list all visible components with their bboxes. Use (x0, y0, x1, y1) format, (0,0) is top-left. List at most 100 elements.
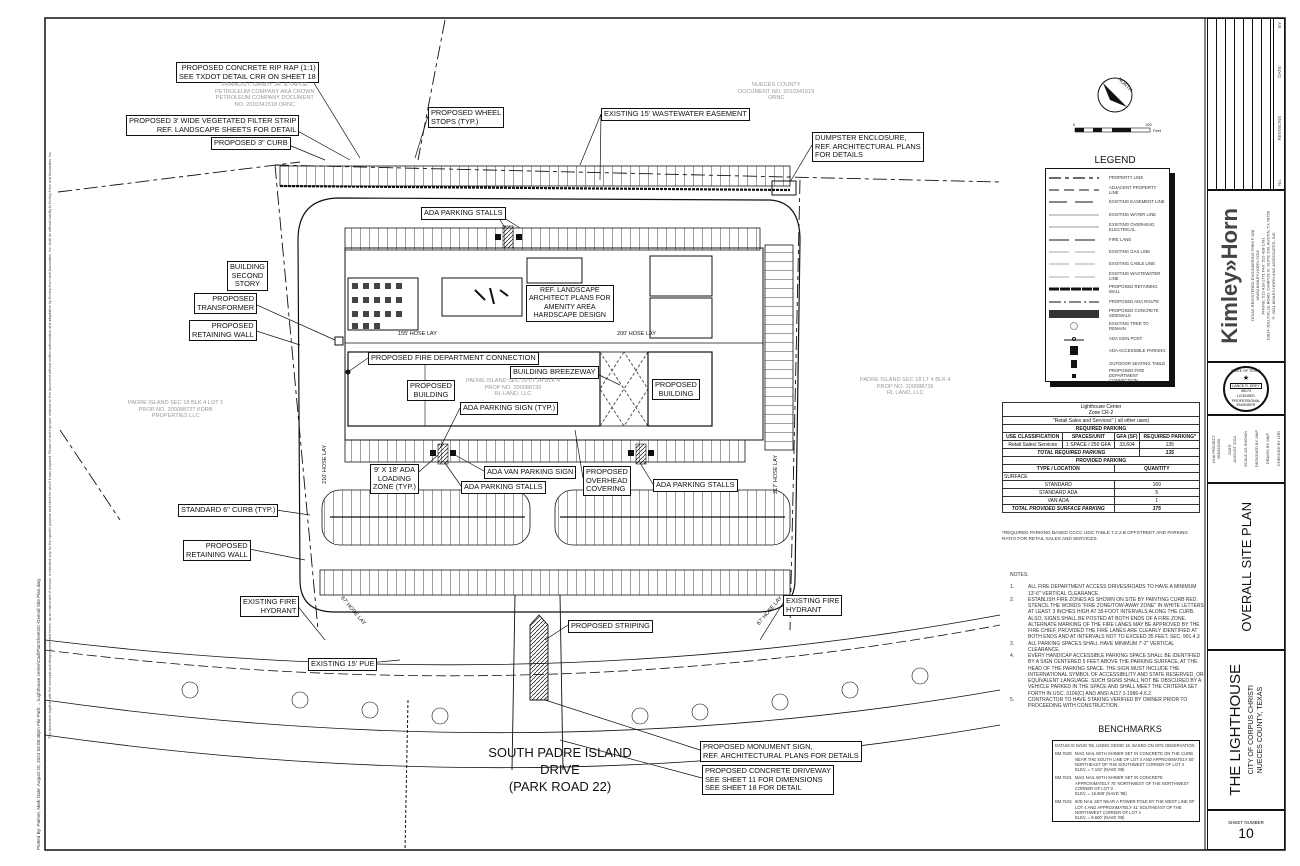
callout-breezeway: BUILDING BREEZEWAY (510, 366, 599, 379)
legend-item: PROPOSED FIRE DEPARTMENT CONNECTION (1049, 368, 1166, 383)
hose-lay-label: 210' HOSE LAY (322, 445, 328, 484)
legend-item: EXISTING EASEMENT LINE (1049, 199, 1165, 205)
transformer-pad (334, 336, 344, 346)
plot-info: Plotted By: Palmer, Mark Date: August 20… (36, 579, 41, 850)
callout-ada-stalls-right: ADA PARKING STALLS (653, 479, 738, 492)
legend-item: ADA SIGN POST (1049, 332, 1166, 344)
road-name: SOUTH PADRE ISLAND DRIVE(PARK ROAD 22) (488, 745, 632, 794)
legend-item: OUTDOOR SEATING TABLE (1049, 357, 1166, 369)
legend-item: EXISTING OVERHEAD ELECTRICAL (1049, 221, 1155, 232)
scale-start: 0 (1073, 122, 1076, 127)
pavilion (526, 257, 583, 284)
property-lines (57, 19, 1001, 631)
dumpster-enclosure (771, 180, 797, 196)
legend-title: LEGEND (1094, 155, 1136, 166)
callout-dumpster: DUMPSTER ENCLOSURE,REF. ARCHITECTURAL PL… (812, 132, 924, 163)
general-notes: NOTES: 1.ALL FIRE DEPARTMENT ACCESS DRIV… (1010, 572, 1204, 709)
legend-item: ADA ACCESSIBLE PARKING (1049, 344, 1166, 356)
legend-item: FIRE LANE (1049, 236, 1132, 242)
legend-item: EXISTING GAS LINE (1049, 249, 1151, 255)
callout-wastewater-easement: EXISTING 15' WASTEWATER EASEMENT (601, 108, 750, 121)
callout-striping: PROPOSED STRIPING (568, 620, 653, 633)
hose-lay-label: 155' HOSE LAY (398, 331, 437, 337)
note-item: 4.EVERY HANDICAP ACCESSIBLE PARKING SPAC… (1010, 653, 1204, 697)
building-breezeway (599, 351, 649, 427)
site-core (344, 247, 764, 441)
seating-tables (352, 283, 402, 329)
callout-monument: PROPOSED MONUMENT SIGN,REF. ARCHITECTURA… (700, 741, 862, 763)
court-south (649, 297, 713, 339)
callout-van-sign: ADA VAN PARKING SIGN (484, 466, 577, 479)
benchmarks: DATUM IS NAVD '88, USING GEOID 18, BASED… (1052, 740, 1200, 822)
parking-row-building-south (344, 439, 746, 463)
benchmarks-title: BENCHMARKS (1098, 724, 1162, 734)
callout-6in-curb: STANDARD 6" CURB (TYP.) (178, 504, 279, 517)
scale-unit: Feet (1153, 128, 1162, 133)
scale-bar (1074, 127, 1151, 133)
sheet-number-block: SHEET NUMBER 10 (1207, 810, 1285, 850)
retaining-wall-north (279, 184, 791, 192)
callout-ada-stalls-top: ADA PARKING STALLS (421, 207, 506, 220)
building-east (647, 351, 713, 427)
scale-end: 100 (1145, 122, 1152, 127)
disclaimer: This document, together with the concept… (48, 151, 52, 739)
hose-lay-label: 217' HOSE LAY (773, 455, 779, 494)
sheet-border (44, 17, 1286, 851)
parking-footnote: *REQUIRED PARKING BASED CCCC UDC TABLE 7… (1002, 530, 1189, 542)
note-item: 3.ALL PARKING SPACES SHALL HAVE MINIMUM … (1010, 640, 1175, 653)
callout-ada-sign: ADA PARKING SIGN (TYP.) (460, 402, 559, 415)
callout-rip-rap: PROPOSED CONCRETE RIP RAP (1:1)SEE TXDOT… (176, 62, 319, 84)
sheet-title: OVERALL SITE PLAN (1238, 501, 1254, 632)
callout-fdc: PROPOSED FIRE DEPARTMENT CONNECTION (368, 352, 539, 365)
legend-item: PROPERTY LINE (1049, 174, 1144, 180)
legend-item: EXISTING CABLE LINE (1049, 261, 1156, 267)
entrance-driveway (511, 594, 564, 771)
parking-row-east (764, 244, 794, 451)
legend-item: EXISTING WATER LINE (1049, 211, 1157, 217)
legend-item: PROPOSED ADA ROUTE (1049, 298, 1160, 304)
project-name: THE LIGHTHOUSE (1226, 664, 1244, 796)
ada-stalls (437, 225, 647, 465)
legend: PROPERTY LINE ADJACENT PROPERTY LINE EXI… (1045, 168, 1170, 383)
legend-item: EXISTING WASTEWATER LINE (1049, 271, 1161, 282)
callout-ada-stalls-mid: ADA PARKING STALLS (461, 481, 546, 494)
sheet-number: 10 (1238, 824, 1254, 841)
outdoor-seating-area (347, 277, 419, 331)
plot-stamp: Plotted By: Palmer, Mark Date: August 20… (36, 20, 41, 850)
sheet-title-block: OVERALL SITE PLAN (1207, 483, 1285, 650)
hose-lay-label: 200' HOSE LAY (617, 331, 656, 337)
court-north (649, 255, 713, 297)
note-item: 2.ESTABLISH FIRE ZONES AS SHOWN ON SITE … (1010, 596, 1204, 641)
north-arrow-icon (1097, 77, 1133, 113)
parking-row-south (319, 569, 791, 596)
parking-lot-curb (297, 197, 801, 613)
legend-item: EXISTING TREE TO REMAIN (1049, 320, 1166, 332)
parking-row-top (344, 227, 761, 251)
